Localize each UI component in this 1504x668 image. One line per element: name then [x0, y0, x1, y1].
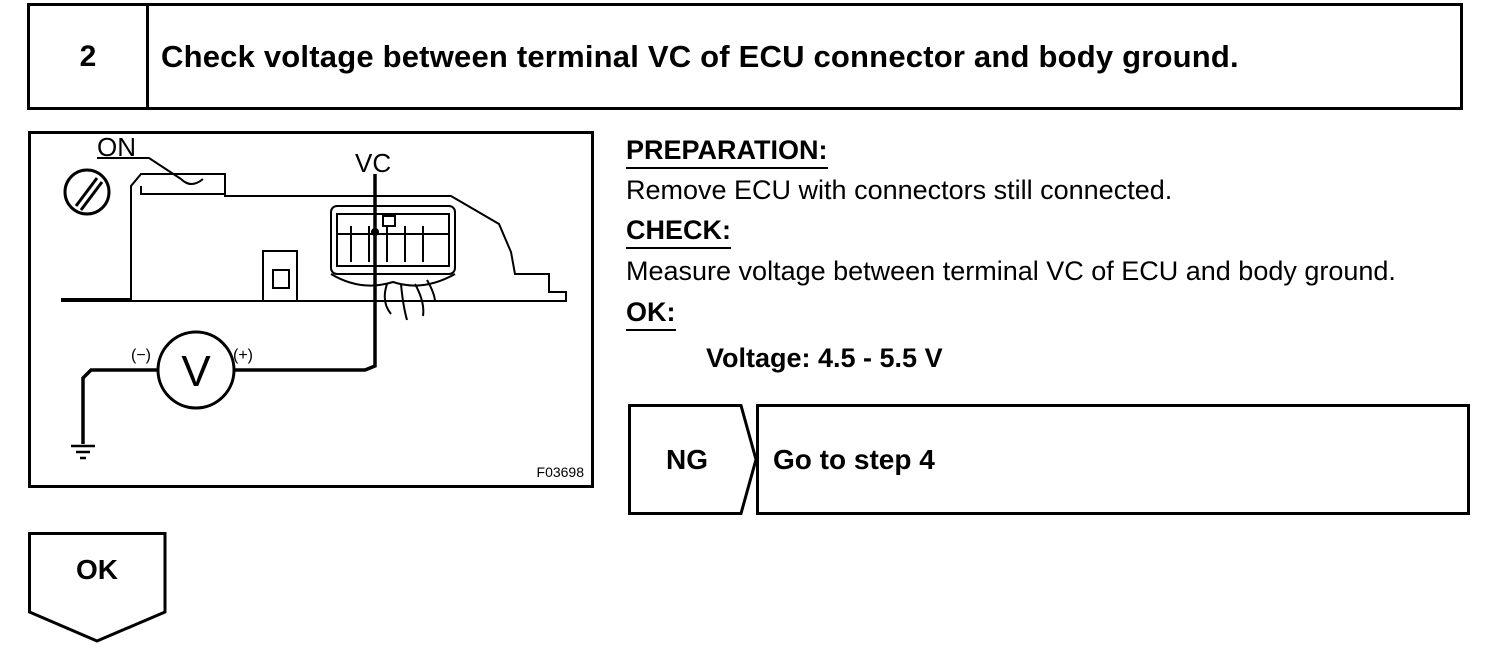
- label-on: ON: [97, 134, 136, 162]
- label-plus: (+): [233, 347, 253, 364]
- figure-id: F03698: [537, 464, 585, 480]
- ng-branch-tab: NG: [628, 404, 758, 515]
- label-minus: (−): [131, 347, 151, 364]
- voltmeter-icon: V: [156, 330, 236, 410]
- preparation-text: Remove ECU with connectors still connect…: [626, 175, 1173, 205]
- ok-arrow-shape: [28, 532, 167, 643]
- label-vc: VC: [355, 148, 391, 178]
- ok-result-label: OK: [76, 554, 118, 585]
- ground-icon: [71, 444, 95, 460]
- step-title: Check voltage between terminal VC of ECU…: [161, 38, 1239, 74]
- ok-label: OK:: [626, 295, 676, 331]
- check-label: CHECK:: [626, 213, 731, 249]
- check-text: Measure voltage between terminal VC of E…: [626, 256, 1396, 286]
- probe-wire: [227, 174, 377, 372]
- ground-wire: [81, 368, 158, 444]
- wiring-diagram: V ON VC (−) (+) F03698: [28, 131, 594, 488]
- ok-branch-tab: OK: [28, 532, 170, 644]
- ok-spec-value: Voltage: 4.5 - 5.5 V: [706, 343, 943, 373]
- ng-label: NG: [666, 443, 708, 475]
- step-header: 2 Check voltage between terminal VC of E…: [27, 3, 1463, 110]
- ignition-switch-icon: [63, 168, 111, 216]
- preparation-label: PREPARATION:: [626, 133, 828, 169]
- ng-arrow-shape: [628, 404, 758, 515]
- instructions: PREPARATION: Remove ECU with connectors …: [626, 130, 1470, 378]
- ng-action: Go to step 4: [756, 404, 1470, 515]
- wiring-diagram-drawing: V ON VC (−) (+) F03698: [61, 134, 585, 480]
- step-number: 2: [30, 6, 149, 107]
- ecu-body-drawing: [61, 173, 567, 321]
- meter-symbol: V: [181, 347, 211, 396]
